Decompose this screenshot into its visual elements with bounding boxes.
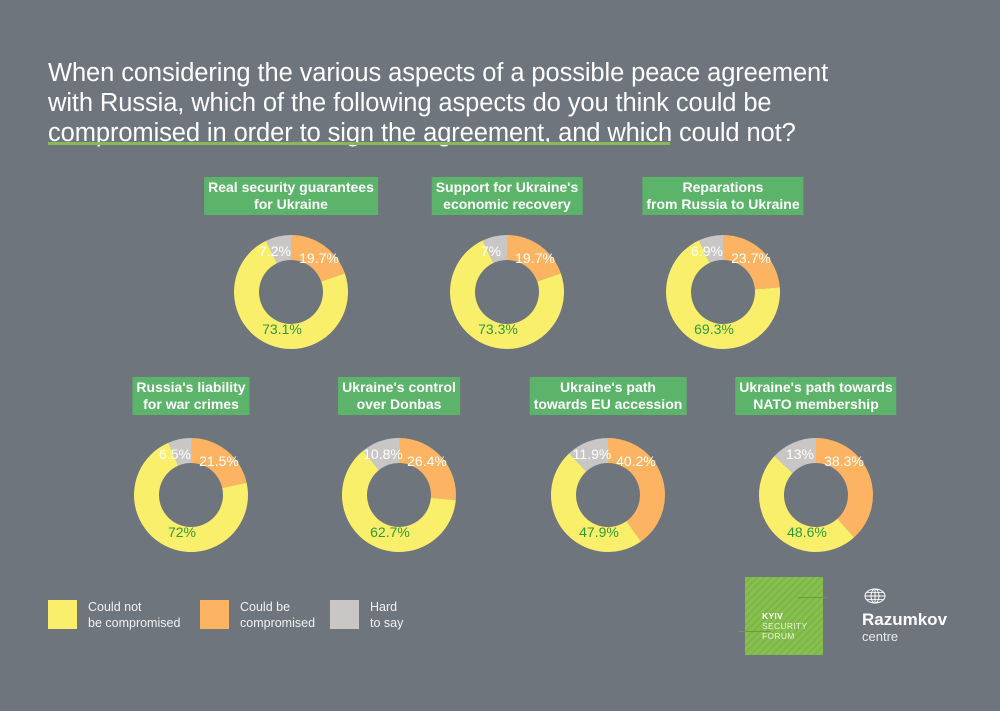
percent-label-could-be: 26.4% xyxy=(407,453,447,469)
percent-label-hard-to-say: 6.9% xyxy=(691,243,723,259)
percent-label-could-be: 19.7% xyxy=(515,250,555,266)
segment-could-be xyxy=(723,235,780,290)
globe-icon xyxy=(864,588,886,604)
legend-label: be compromised xyxy=(88,616,181,630)
segment-hard-to-say xyxy=(168,438,191,466)
title-line: When considering the various aspects of … xyxy=(48,59,829,87)
chart-title-line: Real security guarantees xyxy=(208,179,374,195)
percent-label-could-not: 73.1% xyxy=(262,321,302,337)
chart-title-line: NATO membership xyxy=(753,396,879,412)
percent-label-hard-to-say: 11.9% xyxy=(572,446,612,462)
title-line: with Russia, which of the following aspe… xyxy=(48,89,772,117)
logo-text: KYIV xyxy=(762,611,784,621)
percent-label-could-be: 38.3% xyxy=(824,453,864,469)
percent-label-could-be: 40.2% xyxy=(616,453,656,469)
logo-text: FORUM xyxy=(762,631,795,641)
segment-could-be xyxy=(816,438,874,538)
legend-label: to say xyxy=(370,616,404,630)
chart-title-line: Ukraine's path towards xyxy=(739,379,893,395)
title-underline xyxy=(48,142,670,145)
segment-hard-to-say xyxy=(266,235,291,264)
segment-could-not xyxy=(234,240,348,350)
legend-label: Hard xyxy=(370,600,398,614)
chart-title-line: towards EU accession xyxy=(533,396,683,412)
percent-label-could-not: 48.6% xyxy=(787,524,827,540)
percent-label-could-not: 47.9% xyxy=(579,524,619,540)
chart-title-line: over Donbas xyxy=(356,396,442,412)
segment-could-not xyxy=(551,453,641,552)
chart-title-line: economic recovery xyxy=(443,196,571,212)
legend-label: Could not xyxy=(88,600,142,614)
logo-text: SECURITY xyxy=(762,621,808,631)
chart-title-line: for war crimes xyxy=(143,396,239,412)
segment-hard-to-say xyxy=(569,438,608,472)
logo-decor-line xyxy=(739,631,771,632)
segment-could-not xyxy=(666,240,780,350)
logo-text: Razumkov xyxy=(862,610,948,629)
percent-label-could-be: 19.7% xyxy=(299,250,339,266)
chart-title-line: Ukraine's path xyxy=(560,379,656,395)
percent-label-could-not: 73.3% xyxy=(478,321,518,337)
logo-text: centre xyxy=(862,629,899,644)
kyiv-security-forum-logo: KYIV SECURITY FORUM xyxy=(739,577,828,655)
segment-could-not xyxy=(341,450,456,553)
chart-title-line: Support for Ukraine's xyxy=(435,179,579,195)
segment-could-not xyxy=(134,442,248,552)
legend-label: compromised xyxy=(240,616,316,630)
swatch-could-be xyxy=(200,600,229,629)
percent-label-could-be: 23.7% xyxy=(731,250,771,266)
percent-label-hard-to-say: 7% xyxy=(480,243,502,259)
segment-could-be xyxy=(608,438,665,542)
segment-hard-to-say xyxy=(699,235,723,263)
segment-hard-to-say xyxy=(363,438,399,471)
chart-title-line: for Ukraine xyxy=(254,196,328,212)
page-title: When considering the various aspects of … xyxy=(48,58,948,148)
legend-label: Could be xyxy=(240,600,291,614)
percent-label-hard-to-say: 6.5% xyxy=(159,446,191,462)
chart-title-line: Ukraine's control xyxy=(342,379,456,395)
segment-could-be xyxy=(191,438,247,489)
segment-hard-to-say xyxy=(482,235,507,264)
percent-label-hard-to-say: 10.8% xyxy=(363,446,403,462)
segment-could-be xyxy=(399,438,456,501)
swatch-could-not xyxy=(48,600,77,629)
percent-label-could-be: 21.5% xyxy=(199,453,239,469)
segment-could-not xyxy=(450,240,564,349)
percent-label-could-not: 69.3% xyxy=(694,321,734,337)
swatch-hard-to-say xyxy=(330,600,359,629)
percent-label-could-not: 72% xyxy=(167,524,197,540)
percent-label-hard-to-say: 7.2% xyxy=(259,243,291,259)
segment-could-be xyxy=(291,235,345,282)
percent-label-could-not: 62.7% xyxy=(370,524,410,540)
segment-hard-to-say xyxy=(774,438,816,474)
chart-title-line: from Russia to Ukraine xyxy=(646,196,800,212)
chart-title-line: Reparations xyxy=(682,179,764,195)
segment-could-be xyxy=(507,235,561,282)
chart-title-line: Russia's liability xyxy=(136,379,246,395)
segment-could-not xyxy=(758,456,855,553)
logo-decor-line xyxy=(798,597,828,598)
percent-label-hard-to-say: 13% xyxy=(785,446,815,462)
